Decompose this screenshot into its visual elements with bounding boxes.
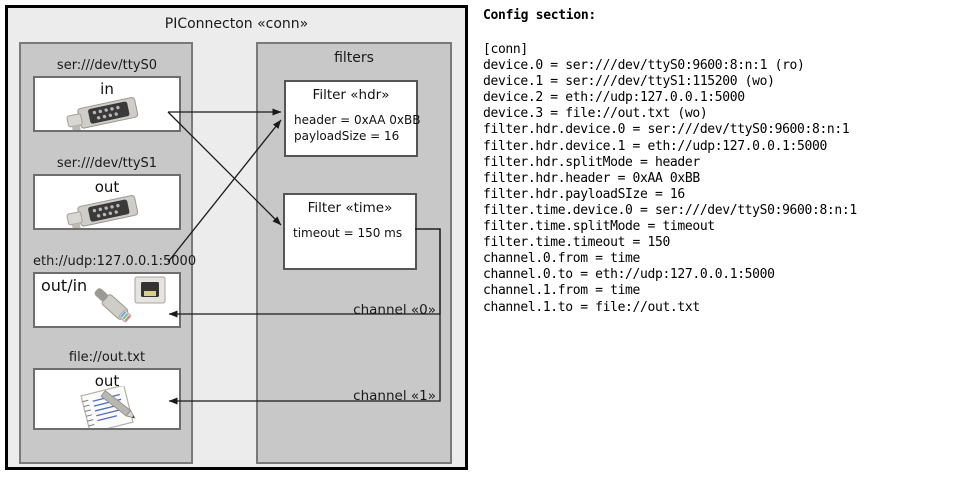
diagram-title: PIConnecton «conn» (164, 16, 309, 32)
config-section: Config section: [conn] device.0 = ser://… (483, 0, 964, 484)
filter-title-time: Filter «time» (307, 200, 393, 216)
device-label-ttys1: ser:///dev/ttyS1 (56, 156, 158, 171)
filter-props-hdr: header = 0xAA 0xBB payloadSize = 16 (294, 113, 421, 143)
device-label-ttys0: ser:///dev/ttyS0 (56, 58, 158, 73)
device-direction-ttys0: in (100, 80, 114, 98)
devices-panel: ser:///dev/ttyS0 in (19, 42, 197, 464)
device-entry-ttys1: ser:///dev/ttyS1 out (33, 156, 181, 230)
device-box-eth[interactable]: out/in (33, 272, 181, 328)
channel-label-1: channel «1» (353, 388, 436, 404)
device-label-eth: eth://udp:127.0.0.1:5000 (33, 254, 197, 269)
device-box-ttys1[interactable]: out (33, 174, 181, 230)
device-box-file[interactable]: out (33, 368, 181, 430)
filters-panel: filters Filter «hdr» header = 0xAA 0xBB … (256, 42, 452, 464)
filter-card-hdr[interactable]: Filter «hdr» header = 0xAA 0xBB payloadS… (284, 80, 421, 157)
device-direction-file: out (94, 372, 120, 390)
device-direction-ttys1: out (94, 178, 120, 196)
serial-connector-icon (65, 96, 149, 130)
config-heading: Config section: (483, 8, 596, 23)
document-pencil-icon (69, 384, 145, 428)
device-direction-eth: out/in (41, 276, 88, 295)
filter-card-time[interactable]: Filter «time» timeout = 150 ms (283, 193, 417, 270)
channel-label-0: channel «0» (353, 302, 436, 318)
config-body: [conn] device.0 = ser:///dev/ttyS0:9600:… (483, 42, 857, 315)
device-entry-file: file://out.txt out (33, 350, 181, 430)
filter-props-time: timeout = 150 ms (293, 226, 403, 240)
device-entry-eth: eth://udp:127.0.0.1:5000 out/in (33, 254, 197, 328)
device-entry-ttys0: ser:///dev/ttyS0 in (33, 58, 181, 132)
device-label-file: file://out.txt (68, 350, 146, 365)
filter-title-hdr: Filter «hdr» (312, 87, 390, 103)
architecture-diagram: PIConnecton «conn» ser:///dev/ttyS0 in (0, 0, 478, 484)
serial-connector-icon (65, 194, 149, 228)
device-box-ttys0[interactable]: in (33, 76, 181, 132)
ethernet-connector-icon (89, 276, 175, 326)
filters-panel-title: filters (334, 50, 374, 66)
